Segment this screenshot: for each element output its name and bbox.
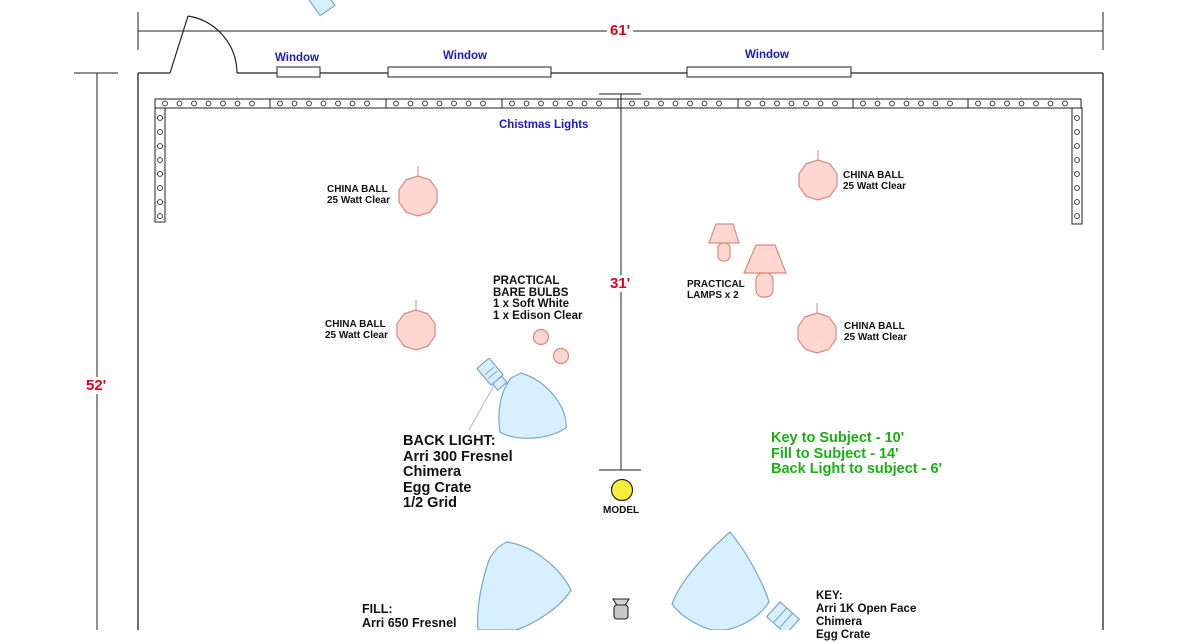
width-dimension-label: 61' bbox=[607, 22, 634, 39]
room-walls bbox=[137, 72, 1104, 630]
height-dimension-line bbox=[74, 72, 118, 630]
china-ball-label: CHINA BALL 25 Watt Clear bbox=[844, 321, 907, 343]
practical-bulbs-label: PRACTICAL BARE BULBS 1 x Soft White 1 x … bbox=[493, 275, 583, 322]
practical-lamps-label: PRACTICAL LAMPS x 2 bbox=[687, 279, 745, 301]
christmas-lights-left bbox=[154, 107, 166, 223]
back-light-fixture-icon bbox=[468, 357, 567, 439]
bare-bulb-icon bbox=[532, 328, 570, 365]
china-ball-label: CHINA BALL 25 Watt Clear bbox=[325, 319, 388, 341]
back-light-label: BACK LIGHT: Arri 300 Fresnel Chimera Egg… bbox=[403, 433, 513, 511]
key-light-softbox-icon bbox=[671, 531, 801, 630]
christmas-lights-label: Chistmas Lights bbox=[499, 119, 589, 131]
china-ball-icon bbox=[798, 149, 838, 201]
distance-notes: Key to Subject - 10' Fill to Subject - 1… bbox=[771, 430, 943, 477]
christmas-lights-right bbox=[1071, 107, 1083, 225]
model-icon bbox=[610, 478, 634, 502]
model-label: MODEL bbox=[603, 505, 640, 516]
window-label: Window bbox=[275, 52, 319, 64]
key-light-label: KEY: Arri 1K Open Face Chimera Egg Crate bbox=[816, 590, 917, 641]
window-label: Window bbox=[745, 49, 789, 61]
camera-icon bbox=[612, 598, 630, 620]
fill-light-softbox-icon bbox=[477, 541, 572, 630]
fill-light-label: FILL: Arri 650 Fresnel bbox=[362, 602, 457, 630]
china-ball-icon bbox=[396, 299, 436, 351]
windows bbox=[276, 66, 852, 78]
door bbox=[169, 15, 238, 74]
china-ball-icon bbox=[398, 165, 438, 217]
practical-lamp-icon bbox=[743, 244, 787, 298]
china-ball-label: CHINA BALL 25 Watt Clear bbox=[327, 184, 390, 206]
china-ball-icon bbox=[797, 302, 837, 354]
window-label: Window bbox=[443, 50, 487, 62]
height-dimension-label: 52' bbox=[83, 377, 110, 394]
practical-lamp-icon bbox=[708, 223, 740, 262]
light-fixture-partial-icon bbox=[307, 0, 336, 17]
christmas-lights-top bbox=[154, 98, 1082, 109]
center-depth-dimension-label: 31' bbox=[607, 275, 634, 292]
china-ball-label: CHINA BALL 25 Watt Clear bbox=[843, 170, 906, 192]
